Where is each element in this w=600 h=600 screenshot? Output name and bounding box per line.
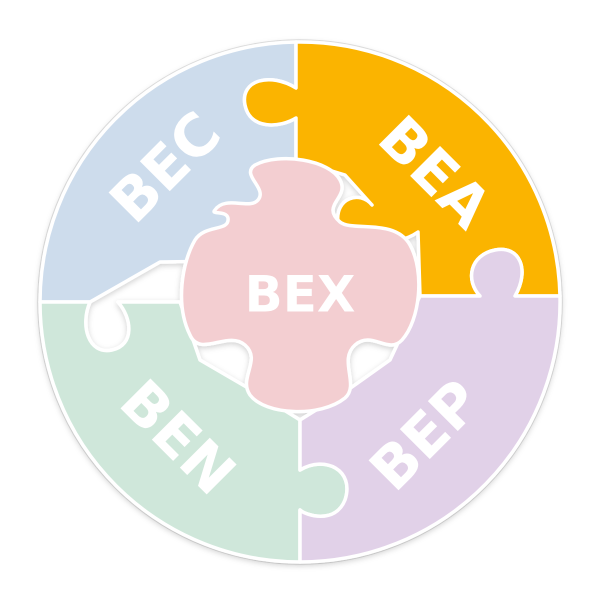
piece-bep [298,247,562,564]
outer-rim [37,39,563,565]
label-bex: BEX [245,266,356,324]
piece-bex [179,156,421,414]
